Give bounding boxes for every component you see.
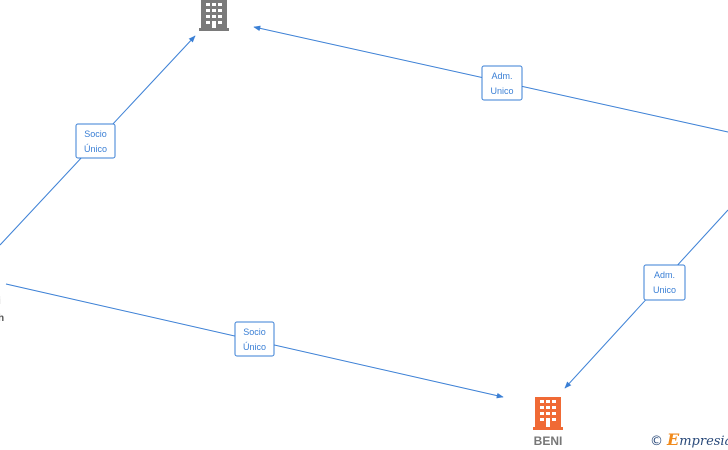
svg-text:Unico: Unico xyxy=(653,285,676,295)
empresia-logo: © Empresia xyxy=(650,430,728,449)
left-node-label-line2: h xyxy=(0,313,4,324)
top-company-node[interactable] xyxy=(199,0,229,31)
building-icon xyxy=(199,0,229,31)
beni-company-node[interactable]: BENI xyxy=(533,397,563,448)
svg-text:Adm.: Adm. xyxy=(491,71,512,81)
copyright-symbol: © xyxy=(650,434,663,449)
left-node-label-line1: i xyxy=(0,296,1,307)
svg-text:Único: Único xyxy=(243,342,266,352)
svg-text:Adm.: Adm. xyxy=(654,270,675,280)
edge-label-adm-unico-bottom[interactable]: Adm. Unico xyxy=(643,264,686,301)
building-icon xyxy=(533,397,563,430)
beni-company-label: BENI xyxy=(534,434,563,448)
svg-text:Socio: Socio xyxy=(243,327,266,337)
edge-label-socio-unico-top[interactable]: Socio Único xyxy=(75,123,116,159)
edge-label-socio-unico-bottom[interactable]: Socio Único xyxy=(234,321,275,357)
brand-name: mpresia xyxy=(679,434,728,449)
svg-text:Socio: Socio xyxy=(84,129,107,139)
svg-text:Único: Único xyxy=(84,144,107,154)
svg-text:Unico: Unico xyxy=(490,86,513,96)
edge-label-adm-unico-top[interactable]: Adm. Unico xyxy=(481,65,523,101)
brand-initial: E xyxy=(667,430,680,449)
